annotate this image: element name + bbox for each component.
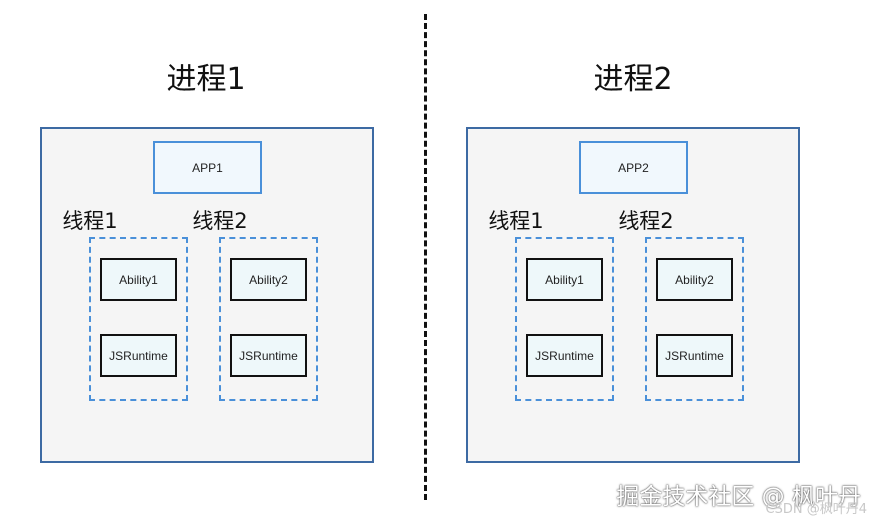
process-2-ability-2: Ability2 (656, 258, 733, 301)
process-1-thread-2-label: 线程2 (192, 209, 248, 233)
process-1-thread-1-box: Ability1 JSRuntime (89, 237, 188, 401)
process-1-thread-2-box: Ability2 JSRuntime (219, 237, 318, 401)
app-2-box: APP2 (579, 141, 688, 194)
process-2-ability-1: Ability1 (526, 258, 603, 301)
watermark-main: 掘金技术社区 @ 枫叶丹 (616, 484, 861, 510)
process-1-box: APP1 线程1 Ability1 JSRuntime 线程2 Ability2… (40, 127, 374, 463)
process-1-title: 进程1 (166, 62, 246, 97)
process-2-thread-1-label: 线程1 (488, 209, 544, 233)
process-2-thread-2-jsruntime: JSRuntime (656, 334, 733, 377)
process-2-box: APP2 线程1 Ability1 JSRuntime 线程2 Ability2… (466, 127, 800, 463)
process-1-thread-1-jsruntime: JSRuntime (100, 334, 177, 377)
process-divider (424, 14, 427, 500)
process-1-thread-1-label: 线程1 (62, 209, 118, 233)
process-1-thread-2-jsruntime: JSRuntime (230, 334, 307, 377)
process-2-title: 进程2 (593, 62, 673, 97)
watermark-sub: CSDN @枫叶丹4 (765, 502, 867, 517)
process-2-thread-1-box: Ability1 JSRuntime (515, 237, 614, 401)
process-2-thread-2-box: Ability2 JSRuntime (645, 237, 744, 401)
process-2-thread-2-label: 线程2 (618, 209, 674, 233)
app-1-box: APP1 (153, 141, 262, 194)
process-1-ability-1: Ability1 (100, 258, 177, 301)
process-2-thread-1-jsruntime: JSRuntime (526, 334, 603, 377)
process-1-ability-2: Ability2 (230, 258, 307, 301)
